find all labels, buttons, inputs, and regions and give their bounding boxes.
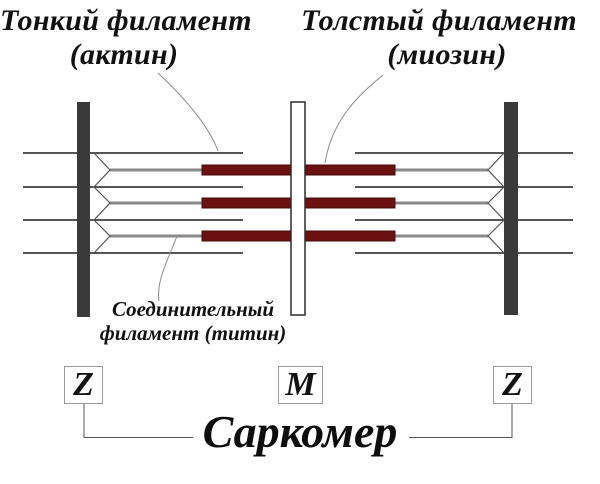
m-line-marker-letter: M — [285, 366, 316, 403]
actin-filament-lines — [23, 152, 573, 254]
sarcomere-bracket-left — [83, 404, 193, 438]
z-disc-marker-right: Z — [493, 366, 532, 404]
thin-filament-label-line1: Тонкий филамент — [0, 4, 252, 37]
sarcomere-title: Саркомер — [202, 406, 398, 457]
z-disc-marker-left: Z — [64, 366, 103, 404]
thin-filament-label-line2: (актин) — [69, 38, 179, 71]
connecting-filament-label-line1: Соединительный — [111, 297, 275, 321]
connecting-filament-label: Соединительный филамент (титин) — [93, 297, 293, 345]
thick-filament-label: Толстый филамент (миозин) — [299, 4, 579, 72]
leader-line-myosin — [324, 74, 384, 164]
leader-line-titin — [158, 235, 178, 302]
titin-zigzag-left — [93, 152, 111, 254]
connecting-filament-label-line2: филамент (титин) — [99, 321, 287, 345]
z-disc-marker-right-letter: Z — [502, 366, 523, 403]
m-line-bar — [290, 101, 306, 316]
titin-zigzag-right — [487, 152, 505, 254]
thick-filament-label-line1: Толстый филамент — [301, 4, 577, 37]
leader-line-actin — [157, 72, 219, 152]
thick-filament-label-line2: (миозин) — [387, 38, 507, 71]
sarcomere-bracket-right — [409, 404, 513, 438]
z-disc-marker-left-letter: Z — [73, 366, 94, 403]
z-disc-left-bar — [77, 102, 90, 317]
thin-filament-label: Тонкий филамент (актин) — [0, 4, 252, 72]
m-line-marker: M — [278, 366, 323, 404]
z-disc-right-bar — [504, 102, 518, 315]
